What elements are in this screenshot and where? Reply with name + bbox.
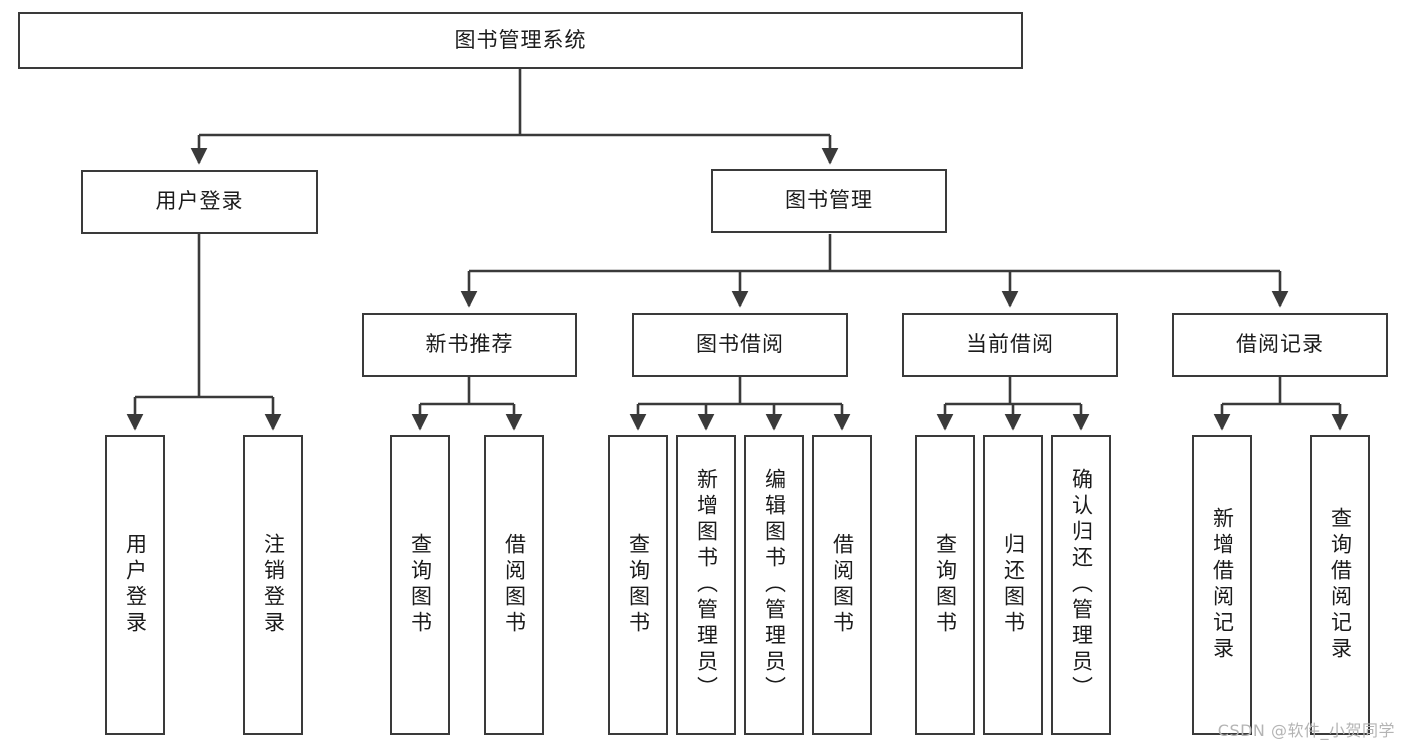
node-leaf-confirm-return-label: 确认归还（管理员） <box>1069 468 1094 702</box>
node-leaf-user-login[interactable]: 用户登录 <box>105 435 165 735</box>
node-leaf-query-record[interactable]: 查询借阅记录 <box>1310 435 1370 735</box>
node-user-login-label: 用户登录 <box>155 189 244 214</box>
node-leaf-borrow-book-2[interactable]: 借阅图书 <box>812 435 872 735</box>
node-leaf-confirm-return[interactable]: 确认归还（管理员） <box>1051 435 1111 735</box>
node-current-borrow-label: 当前借阅 <box>966 332 1054 357</box>
node-book-manage-label: 图书管理 <box>785 188 873 213</box>
node-user-login[interactable]: 用户登录 <box>81 170 318 234</box>
node-leaf-query-book-3[interactable]: 查询图书 <box>915 435 975 735</box>
node-borrow-record-label: 借阅记录 <box>1236 332 1324 357</box>
node-leaf-edit-book-label: 编辑图书（管理员） <box>762 468 787 702</box>
node-leaf-borrow-book-1[interactable]: 借阅图书 <box>484 435 544 735</box>
node-leaf-query-record-label: 查询借阅记录 <box>1328 507 1353 663</box>
node-leaf-borrow-book-1-label: 借阅图书 <box>502 533 527 637</box>
node-leaf-logout[interactable]: 注销登录 <box>243 435 303 735</box>
watermark: CSDN @软件_小贺同学 <box>1217 721 1395 740</box>
node-leaf-query-book-3-label: 查询图书 <box>933 533 958 637</box>
node-leaf-edit-book[interactable]: 编辑图书（管理员） <box>744 435 804 735</box>
node-leaf-return-book-label: 归还图书 <box>1001 533 1026 637</box>
node-leaf-logout-label: 注销登录 <box>261 533 286 637</box>
node-leaf-user-login-label: 用户登录 <box>123 533 148 637</box>
node-book-manage[interactable]: 图书管理 <box>711 169 947 233</box>
node-new-book-recommend-label: 新书推荐 <box>425 332 514 357</box>
node-leaf-query-book-1-label: 查询图书 <box>408 533 433 637</box>
node-leaf-query-book-2-label: 查询图书 <box>626 533 651 637</box>
node-leaf-add-record[interactable]: 新增借阅记录 <box>1192 435 1252 735</box>
node-leaf-add-book-label: 新增图书（管理员） <box>694 468 719 702</box>
node-leaf-add-record-label: 新增借阅记录 <box>1210 507 1235 663</box>
node-borrow-record[interactable]: 借阅记录 <box>1172 313 1388 377</box>
node-book-borrow-label: 图书借阅 <box>696 332 784 357</box>
node-leaf-return-book[interactable]: 归还图书 <box>983 435 1043 735</box>
node-leaf-borrow-book-2-label: 借阅图书 <box>830 533 855 637</box>
node-root-label: 图书管理系统 <box>454 27 587 52</box>
node-book-borrow[interactable]: 图书借阅 <box>632 313 848 377</box>
node-new-book-recommend[interactable]: 新书推荐 <box>362 313 577 377</box>
node-leaf-query-book-2[interactable]: 查询图书 <box>608 435 668 735</box>
node-root[interactable]: 图书管理系统 <box>18 12 1023 69</box>
node-current-borrow[interactable]: 当前借阅 <box>902 313 1118 377</box>
node-leaf-add-book[interactable]: 新增图书（管理员） <box>676 435 736 735</box>
node-leaf-query-book-1[interactable]: 查询图书 <box>390 435 450 735</box>
